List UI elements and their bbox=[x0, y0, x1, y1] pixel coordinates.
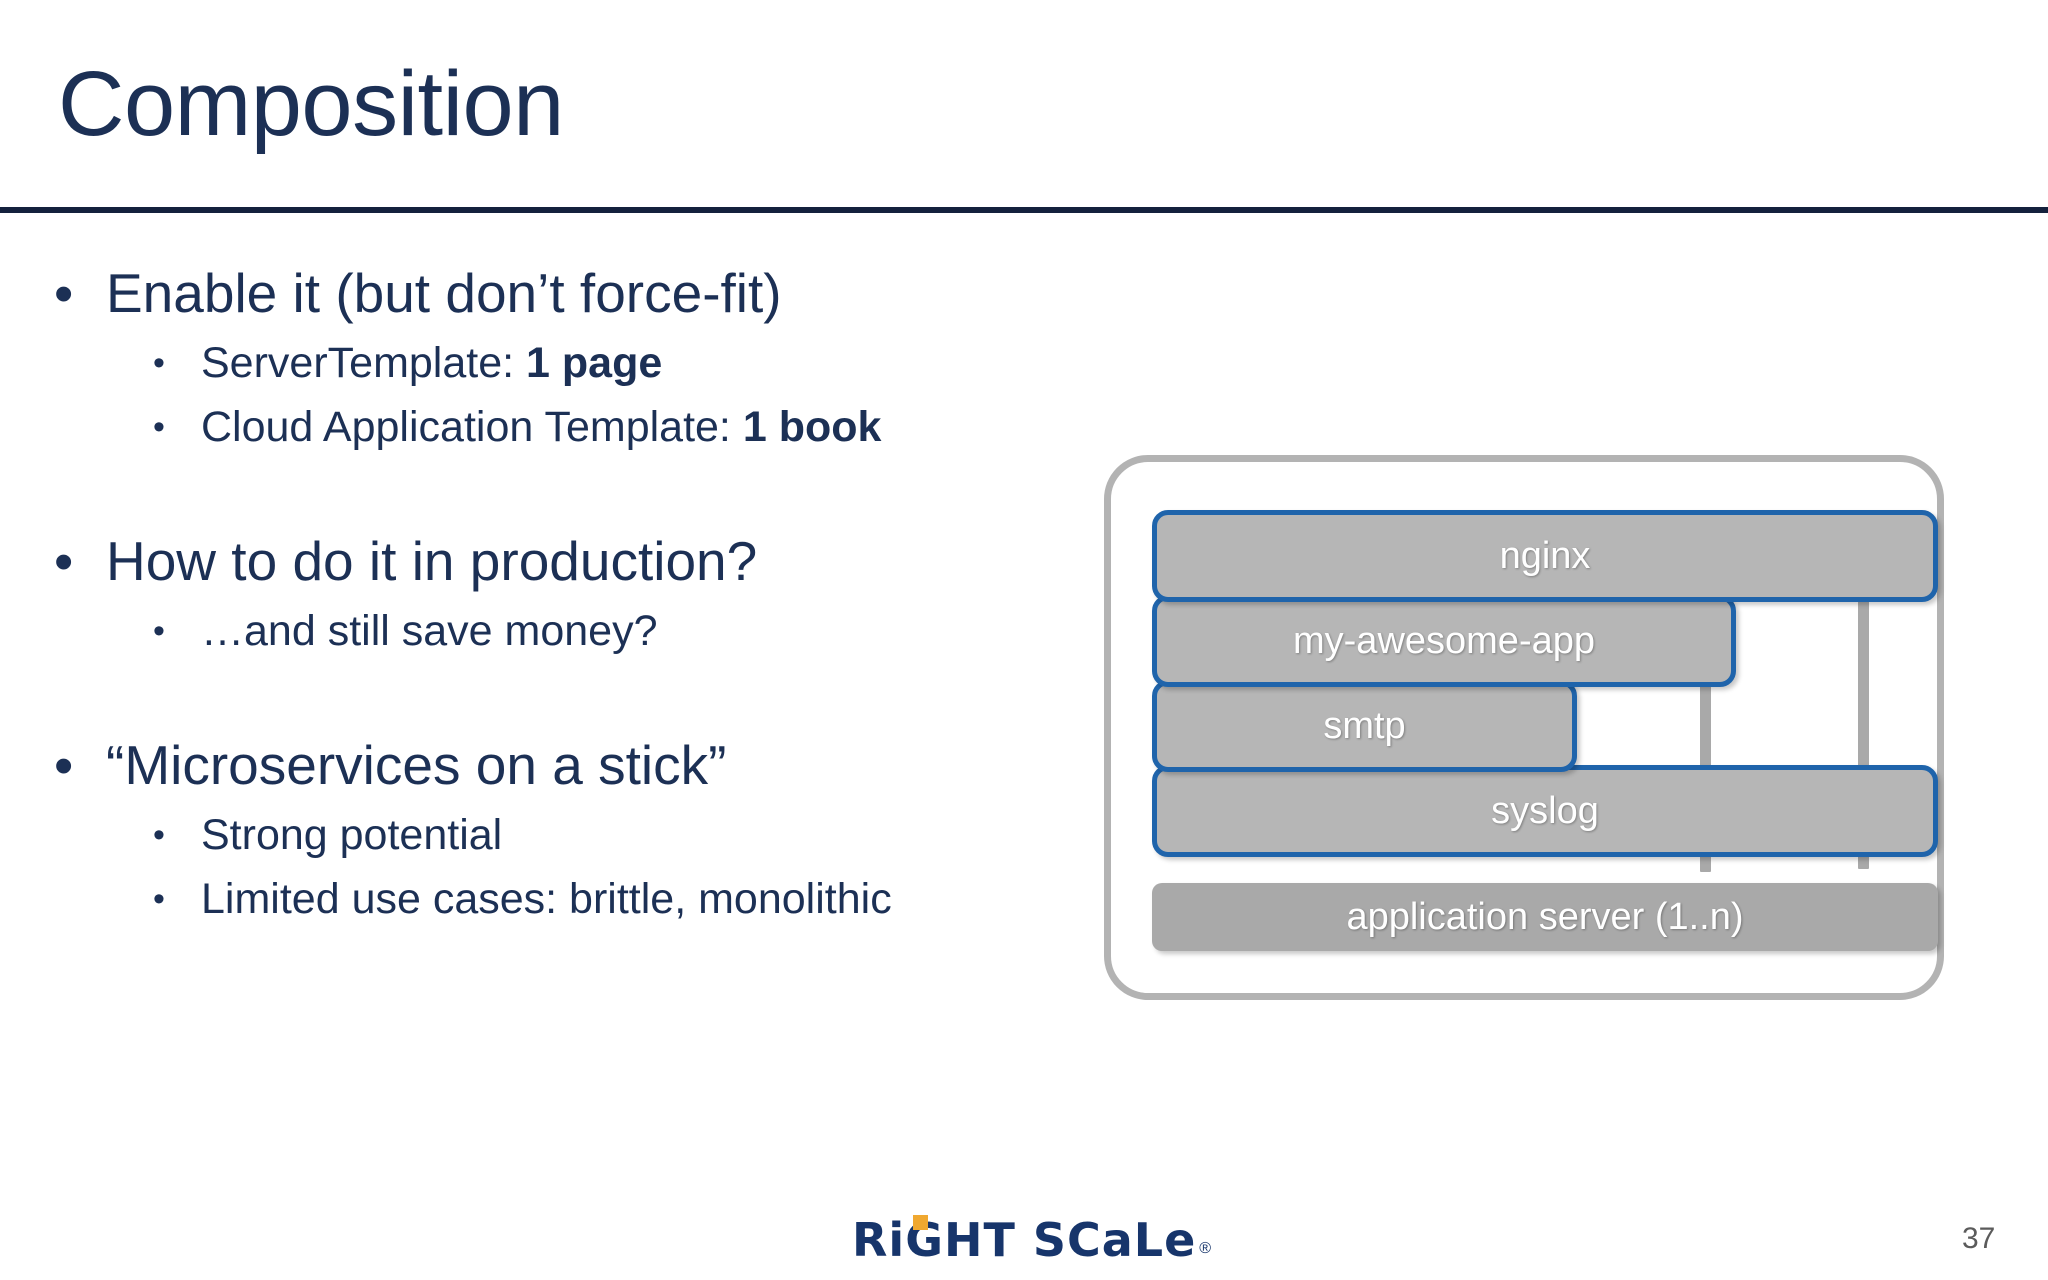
service-box-syslog: syslog bbox=[1152, 765, 1938, 857]
bullet-list: • Enable it (but don’t force-fit) • Serv… bbox=[48, 262, 1128, 924]
spacer bbox=[48, 796, 1128, 810]
bullet-marker-icon: • bbox=[153, 880, 165, 918]
bullet-text-bold: 1 book bbox=[742, 403, 882, 451]
service-label: my-awesome-app bbox=[1293, 619, 1595, 662]
bullet-level2-strongpotential: • Strong potential bbox=[48, 810, 1128, 860]
logo-trademark-symbol: ® bbox=[1199, 1240, 1212, 1257]
service-box-nginx: nginx bbox=[1152, 510, 1938, 602]
spacer bbox=[48, 506, 1128, 530]
bullet-marker-icon: • bbox=[153, 408, 165, 446]
title-divider bbox=[0, 207, 2048, 213]
rightscale-logo: RiGHT SCaLe ® bbox=[852, 1215, 1212, 1263]
logo-wordmark: RiGHT SCaLe bbox=[852, 1213, 1197, 1267]
spacer bbox=[48, 452, 1128, 506]
bullet-marker-icon: • bbox=[54, 262, 74, 324]
bullet-marker-icon: • bbox=[153, 816, 165, 854]
service-box-smtp: smtp bbox=[1152, 680, 1577, 772]
bullet-text: Enable it (but don’t force-fit) bbox=[106, 262, 782, 324]
bullet-text: …and still save money? bbox=[201, 607, 658, 655]
service-label: syslog bbox=[1491, 789, 1599, 832]
bullet-text: How to do it in production? bbox=[106, 530, 758, 592]
bullet-marker-icon: • bbox=[54, 734, 74, 796]
bullet-text: Limited use cases: brittle, monolithic bbox=[201, 875, 892, 923]
spacer bbox=[48, 324, 1128, 338]
bullet-level2-limitedusecases: • Limited use cases: brittle, monolithic bbox=[48, 874, 1128, 924]
page-number: 37 bbox=[1962, 1222, 1996, 1255]
bullet-marker-icon: • bbox=[153, 612, 165, 650]
bullet-level1-production: • How to do it in production? bbox=[48, 530, 1128, 592]
bullet-level1-microservices: • “Microservices on a stick” bbox=[48, 734, 1128, 796]
spacer bbox=[48, 860, 1128, 874]
spacer bbox=[48, 592, 1128, 606]
bullet-level1-enable: • Enable it (but don’t force-fit) bbox=[48, 262, 1128, 324]
service-box-my-awesome-app: my-awesome-app bbox=[1152, 595, 1736, 687]
page-title: Composition bbox=[58, 53, 564, 155]
connector-rod-nginx-to-syslog bbox=[1858, 597, 1869, 869]
bullet-text: Strong potential bbox=[201, 811, 503, 859]
architecture-diagram: nginx my-awesome-app smtp syslog applica… bbox=[1100, 455, 1960, 1010]
bullet-text: ServerTemplate: bbox=[201, 339, 527, 387]
bullet-level2-cloudapptemplate: • Cloud Application Template: 1 book bbox=[48, 402, 1128, 452]
service-label: nginx bbox=[1499, 534, 1591, 577]
bullet-level2-savemoney: • …and still save money? bbox=[48, 606, 1128, 656]
service-label: smtp bbox=[1323, 704, 1406, 747]
host-box-application-server: application server (1..n) bbox=[1152, 883, 1938, 951]
bullet-text-bold: 1 page bbox=[526, 339, 663, 387]
bullet-text: “Microservices on a stick” bbox=[106, 734, 727, 796]
logo-orange-dot-icon bbox=[913, 1215, 928, 1230]
spacer bbox=[48, 656, 1128, 710]
bullet-level2-servertemplate: • ServerTemplate: 1 page bbox=[48, 338, 1128, 388]
bullet-text: Cloud Application Template: bbox=[201, 403, 743, 451]
bullet-marker-icon: • bbox=[54, 530, 74, 592]
bullet-marker-icon: • bbox=[153, 344, 165, 382]
spacer bbox=[48, 710, 1128, 734]
spacer bbox=[48, 388, 1128, 402]
host-label: application server (1..n) bbox=[1346, 895, 1744, 938]
